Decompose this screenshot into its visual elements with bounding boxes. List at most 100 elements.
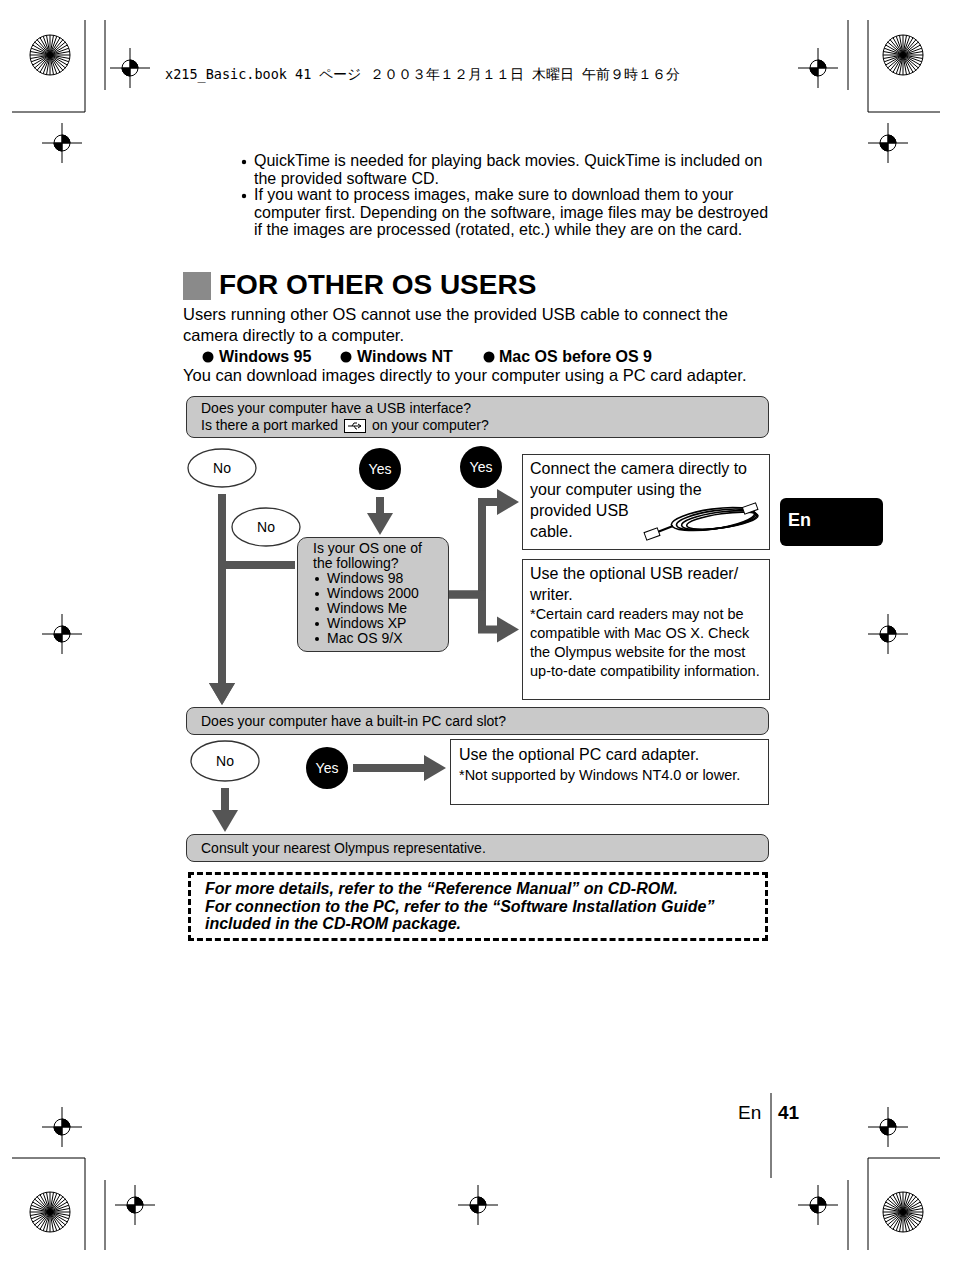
arrow-shaft <box>221 788 229 810</box>
cable-plug <box>644 528 660 540</box>
os-name: Mac OS 9/X <box>327 631 402 646</box>
os-list-item: Mac OS 9/X <box>313 631 440 646</box>
starburst-ray <box>31 55 50 62</box>
arrow-shaft <box>222 565 295 683</box>
os-list-item: Windows Me <box>313 601 440 616</box>
arrow-shaft <box>376 497 384 513</box>
starburst-ray <box>884 55 903 62</box>
list-bullet <box>315 637 319 641</box>
flow-arrow <box>209 565 295 705</box>
registration-fill <box>880 135 896 151</box>
decision-question: Is your OS one of the following? <box>313 541 440 571</box>
answer-dot: Yes <box>305 746 349 790</box>
language-tab: En <box>780 498 883 546</box>
process-text: Use the optional PC card adapter. <box>459 744 760 765</box>
answer-text: No <box>213 460 231 476</box>
registration-fill <box>880 1119 896 1135</box>
circle-shape <box>306 747 348 789</box>
answer-text: Yes <box>369 461 392 477</box>
starburst-ray <box>903 48 922 55</box>
starburst-ray <box>903 1205 922 1212</box>
icon-frame <box>344 419 365 432</box>
answer-oval: No <box>231 507 301 547</box>
starburst-ray <box>903 55 907 75</box>
page-divider <box>771 1093 772 1178</box>
oval-shape <box>191 741 259 781</box>
arrow-head <box>424 755 446 781</box>
starburst-ray <box>900 35 904 55</box>
registration-circle <box>810 1197 826 1213</box>
registration-fill <box>54 135 70 151</box>
intro-text: You can download images directly to your… <box>183 366 746 385</box>
os-name: Windows 2000 <box>327 586 419 601</box>
circle-shape <box>359 448 401 490</box>
title-square <box>183 272 211 300</box>
list-bullet <box>315 592 319 596</box>
starburst-ray <box>896 1193 903 1212</box>
os-list-item: Windows 2000 <box>313 586 440 601</box>
flow-arrow <box>353 755 446 781</box>
registration-fill <box>470 1197 486 1213</box>
print-slug: x215_Basic.book 41 ページ ２００３年１２月１１日 木曜日 午… <box>165 66 680 84</box>
registration-fill <box>810 60 826 76</box>
starburst-ray <box>903 52 923 56</box>
registration-fill <box>880 626 896 642</box>
page-language: En <box>738 1102 761 1124</box>
starburst-circle <box>30 1192 70 1232</box>
decision-box: Is your OS one of the following?Windows … <box>297 537 449 652</box>
answer-text: No <box>216 753 234 769</box>
starburst-ray <box>47 35 51 55</box>
process-box: Use the optional USB reader/ writer.*Cer… <box>522 559 770 700</box>
starburst-ray <box>883 1212 903 1216</box>
process-text: Does your computer have a built-in PC ca… <box>201 713 754 730</box>
starburst-circle <box>30 35 70 75</box>
circle-shape <box>460 446 502 488</box>
question-band: Does your computer have a built-in PC ca… <box>186 707 769 735</box>
starburst-ray <box>900 1192 904 1212</box>
registration-circle <box>54 626 70 642</box>
starburst-ray <box>47 1192 51 1212</box>
question-text: Is there a port marked <box>201 417 338 434</box>
registration-circle <box>470 1197 486 1213</box>
starburst-ray <box>903 1209 923 1213</box>
question-line: Is there a port marked on your computer? <box>201 417 754 434</box>
starburst-ray <box>30 1212 50 1216</box>
answer-oval: No <box>187 448 257 488</box>
os-name: Windows 98 <box>327 571 403 586</box>
registration-circle <box>127 1197 143 1213</box>
os-name: Mac OS before OS 9 <box>499 348 652 366</box>
answer-dot: Yes <box>358 447 402 491</box>
arrow-shaft <box>449 595 497 630</box>
oval-shape <box>232 508 300 546</box>
note-box: For more details, refer to the “Referenc… <box>188 872 768 941</box>
process-note: For connection to the PC, refer to the “… <box>205 898 751 933</box>
starburst-ray <box>31 1212 50 1219</box>
process-note: *Not supported by Windows NT4.0 or lower… <box>459 765 760 785</box>
section-title: FOR OTHER OS USERS <box>219 268 536 302</box>
process-text: Use the optional USB reader/ writer. <box>530 563 762 605</box>
arrow-head <box>367 513 393 535</box>
intro-text: Users running other OS cannot use the pr… <box>183 304 778 346</box>
registration-circle <box>54 135 70 151</box>
arrow-head <box>212 810 238 832</box>
arrow-head <box>497 489 519 515</box>
starburst-ray <box>30 55 50 59</box>
os-list-item: Windows 98 <box>313 571 440 586</box>
cable-plug <box>742 503 758 514</box>
list-bullet <box>315 622 319 626</box>
process-box: Use the optional PC card adapter.*Not su… <box>450 739 769 805</box>
question-text: on your computer? <box>372 417 489 434</box>
starburst-ray <box>50 1205 69 1212</box>
starburst-ray <box>903 1212 910 1231</box>
starburst-ray <box>43 1193 50 1212</box>
registration-fill <box>54 1119 70 1135</box>
flow-arrow <box>449 489 519 595</box>
answer-dot: Yes <box>459 445 503 489</box>
registration-fill <box>127 1197 143 1213</box>
process-text: For more details, refer to the “Referenc… <box>205 880 751 898</box>
usb-port-icon <box>344 419 366 433</box>
starburst-circle <box>883 1192 923 1232</box>
answer-text: No <box>257 519 275 535</box>
starburst-ray <box>896 36 903 55</box>
question-band: Does your computer have a USB interface?… <box>186 396 769 438</box>
